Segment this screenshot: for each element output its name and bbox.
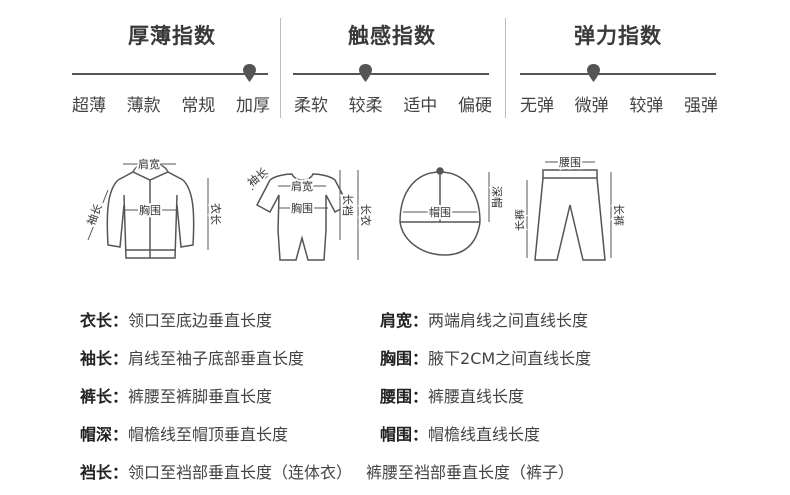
def-term: 帽围： (380, 425, 429, 444)
def-chest: 胸围：腋下2CM之间直线长度 (380, 345, 591, 369)
def-desc: 领口至裆部垂直长度（连体衣） (128, 463, 353, 482)
def-term: 肩宽： (380, 311, 429, 330)
def-term: 裆长： (80, 463, 129, 482)
def-desc: 裤腰直线长度 (428, 387, 525, 406)
def-term: 袖长： (80, 349, 129, 368)
thickness-option: 常规 (181, 96, 216, 116)
touch-marker-icon (359, 64, 372, 82)
elasticity-title: 弹力指数 (574, 24, 662, 48)
touch-track (293, 73, 489, 75)
def-desc: 两端肩线之间直线长度 (428, 311, 589, 330)
def-desc: 领口至底边垂直长度 (128, 311, 273, 330)
def-desc: 裤腰至裤脚垂直长度 (128, 387, 273, 406)
def-desc: 腋下2CM之间直线长度 (428, 349, 592, 368)
thickness-marker-icon (243, 64, 256, 82)
jacket-icon: 肩宽 胸围 袖长 衣长 (82, 155, 223, 259)
touch-option: 较柔 (348, 96, 383, 116)
elasticity-option: 强弹 (683, 96, 718, 116)
def-hat-circumference: 帽围：帽檐线直线长度 (380, 421, 540, 445)
elasticity-options: 无弹 微弹 较弹 强弹 (520, 91, 718, 116)
pants-figure: 腰围 长裤 长裤 (515, 150, 625, 270)
romper-length-label: 长衣 (359, 204, 373, 226)
def-term: 帽深： (80, 425, 129, 444)
def-term: 衣长： (80, 311, 129, 330)
divider (505, 18, 506, 118)
romper-figure: 袖长 肩宽 胸围 长裆 长衣 (240, 150, 375, 270)
jacket-figure: 肩宽 胸围 袖长 衣长 (78, 150, 223, 270)
touch-options: 柔软 较柔 适中 偏硬 (294, 91, 492, 116)
jacket-length-label: 衣长 (209, 203, 223, 225)
def-garment-length: 衣长：领口至底边垂直长度 (80, 307, 272, 331)
def-hat-depth: 帽深：帽檐线至帽顶垂直长度 (80, 421, 288, 445)
def-desc: 肩线至袖子底部垂直长度 (128, 349, 305, 368)
elasticity-option: 较弹 (629, 96, 664, 116)
elasticity-track (520, 73, 716, 75)
touch-option: 适中 (403, 96, 438, 116)
pants-icon: 腰围 长裤 长裤 (515, 154, 625, 261)
def-term: 腰围： (380, 387, 429, 406)
def-sleeve-length: 袖长：肩线至袖子底部垂直长度 (80, 345, 304, 369)
thickness-options: 超薄 薄款 常规 加厚 (72, 91, 270, 116)
romper-crotch-label: 长裆 (341, 194, 354, 216)
elasticity-option: 无弹 (520, 96, 554, 116)
pants-waist-label: 腰围 (559, 156, 581, 169)
def-waist: 腰围：裤腰直线长度 (380, 383, 524, 407)
divider (280, 18, 281, 118)
def-desc: 帽檐线至帽顶垂直长度 (128, 425, 289, 444)
def-desc: 帽檐线直线长度 (428, 425, 541, 444)
touch-title: 触感指数 (348, 24, 436, 48)
touch-option: 柔软 (294, 96, 328, 116)
thickness-title: 厚薄指数 (128, 24, 216, 48)
jacket-shoulder-label: 肩宽 (138, 157, 160, 171)
def-crotch-length: 裆长：领口至裆部垂直长度（连体衣） 裤腰至裆部垂直长度（裤子） (80, 459, 574, 483)
def-shoulder-width: 肩宽：两端肩线之间直线长度 (380, 307, 588, 331)
def-desc: 裤腰至裆部垂直长度（裤子） (366, 463, 575, 482)
jacket-chest-label: 胸围 (139, 203, 161, 217)
pants-inseam-label: 长裤 (515, 209, 526, 231)
hat-circumference-label: 帽围 (429, 206, 451, 219)
thickness-option: 薄款 (126, 96, 161, 116)
hat-depth-label: 深帽 (490, 186, 503, 208)
pants-length-label: 长裤 (612, 204, 625, 226)
touch-option: 偏硬 (457, 96, 492, 116)
elasticity-option: 微弹 (574, 96, 609, 116)
romper-chest-label: 胸围 (291, 201, 313, 215)
def-term: 胸围： (380, 349, 429, 368)
thickness-option: 超薄 (72, 96, 106, 116)
def-term: 裤长： (80, 387, 129, 406)
def-pants-length: 裤长：裤腰至裤脚垂直长度 (80, 383, 272, 407)
thickness-option: 加厚 (235, 96, 270, 116)
hat-icon: 帽围 深帽 (399, 167, 505, 256)
elasticity-marker-icon (587, 64, 600, 82)
romper-icon: 袖长 肩宽 胸围 长裆 长衣 (243, 163, 375, 261)
thickness-track (72, 73, 268, 75)
romper-shoulder-label: 肩宽 (291, 179, 313, 193)
hat-figure: 帽围 深帽 (385, 150, 505, 270)
